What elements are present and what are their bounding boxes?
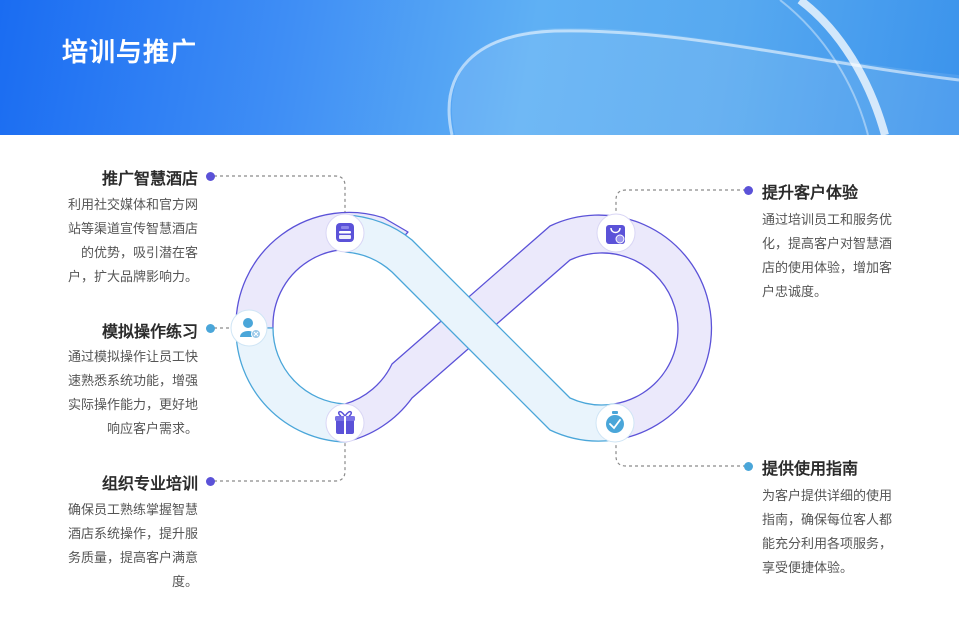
item-title-simulation: 模拟操作练习 [101, 322, 198, 341]
gift-icon [335, 410, 355, 434]
loop-segment-right [344, 214, 713, 443]
connector-1 [214, 175, 346, 212]
infinity-loop-diagram [214, 175, 746, 482]
bullet-dot [744, 186, 753, 195]
item-title-experience: 提升客户体验 [762, 183, 859, 202]
item-title-promote: 推广智慧酒店 [101, 169, 198, 188]
item-title-guide: 提供使用指南 [762, 459, 859, 478]
bullet-dot [206, 477, 215, 486]
item-desc-guide: 为客户提供详细的使用指南，确保每位客人都能充分利用各项服务，享受便捷体验。 [762, 489, 893, 576]
node-timer-check [595, 403, 635, 443]
node-shopping-bag [596, 213, 636, 253]
connector-4 [615, 189, 746, 215]
connector-3 [214, 443, 346, 482]
bullet-dot [744, 462, 753, 471]
header-decoration [447, 0, 959, 135]
node-gift [325, 403, 365, 443]
bullet-dot [206, 324, 215, 333]
item-desc-training: 确保员工熟练掌握智慧酒店系统操作，提升服务质量，提高客户满意度。 [67, 503, 198, 590]
timer-check-icon [606, 411, 624, 433]
shopping-bag-icon [606, 225, 625, 244]
item-desc-experience: 通过培训员工和服务优化，提高客户对智慧酒店的使用体验，增加客户忠诚度。 [762, 213, 893, 300]
user-settings-icon [240, 318, 261, 339]
item-desc-simulation: 通过模拟操作让员工快速熟悉系统功能，增强实际操作能力，更好地响应客户需求。 [67, 350, 198, 437]
bullet-dot [206, 172, 215, 181]
header-banner: 培训与推广 [0, 0, 959, 135]
store-icon [336, 223, 354, 242]
node-store [325, 213, 365, 253]
node-user-settings [230, 309, 268, 347]
connector-5 [615, 442, 746, 467]
item-title-training: 组织专业培训 [101, 474, 198, 493]
page-title: 培训与推广 [62, 38, 198, 68]
item-desc-promote: 利用社交媒体和官方网站等渠道宣传智慧酒店的优势，吸引潜在客户，扩大品牌影响力。 [67, 198, 198, 285]
